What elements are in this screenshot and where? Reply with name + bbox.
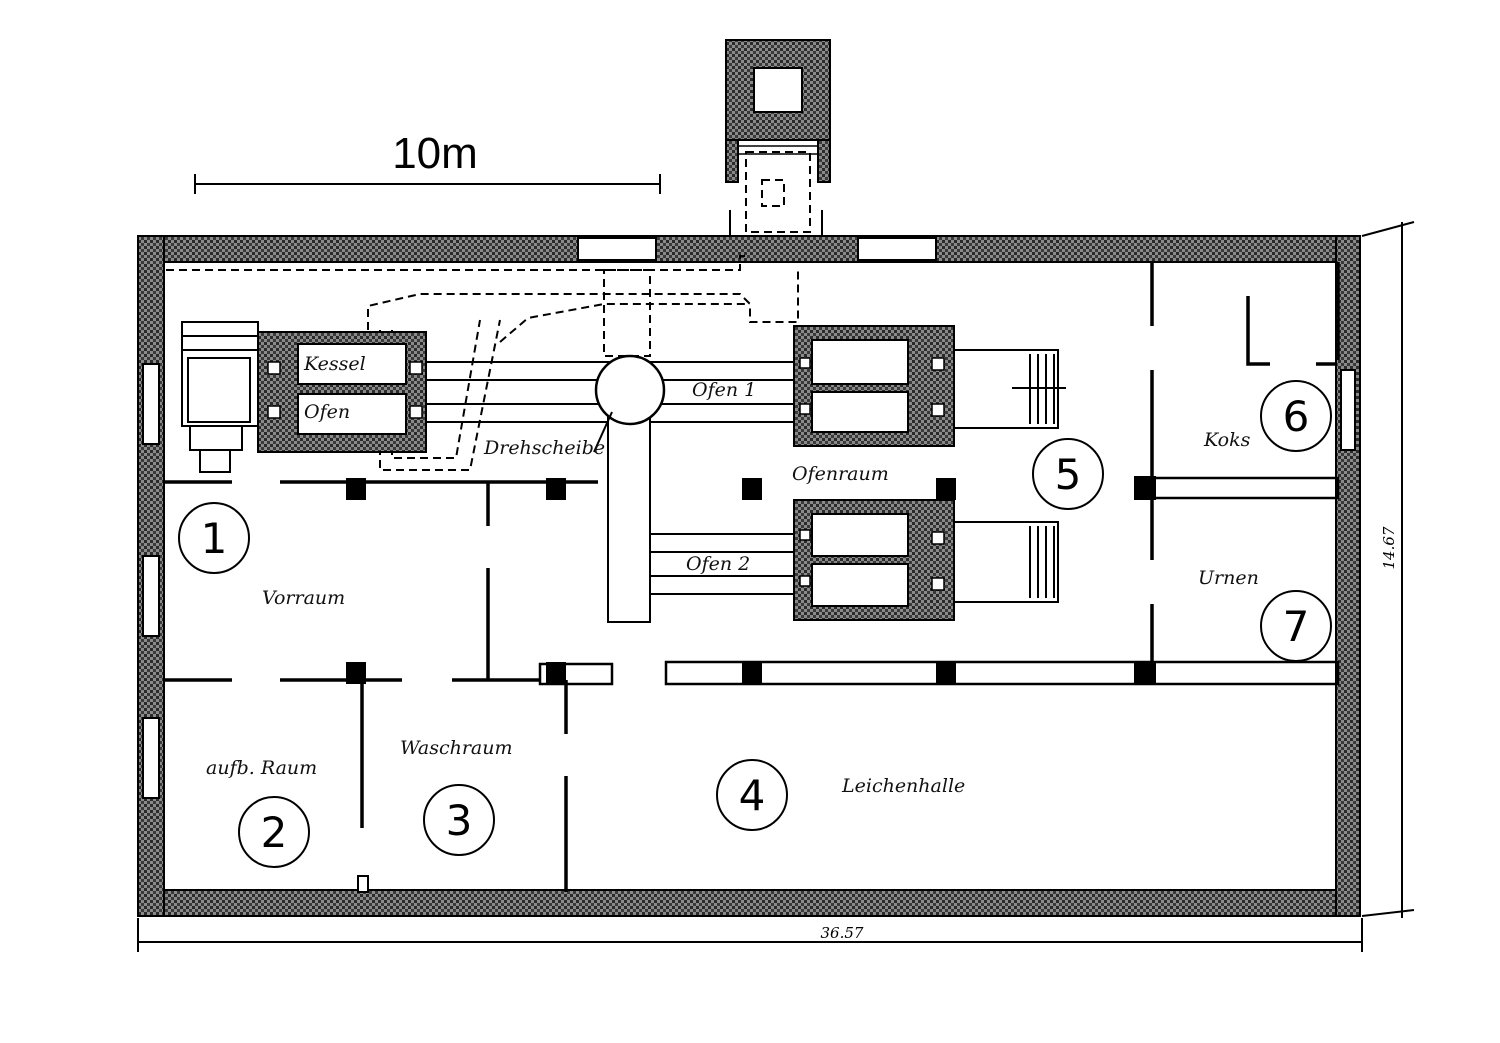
svg-text:4: 4: [739, 771, 766, 820]
svg-text:5: 5: [1055, 450, 1082, 499]
room-label-aufb-raum: aufb. Raum: [206, 757, 317, 779]
scale-bar: 10m: [194, 129, 661, 194]
oven-2: [793, 499, 1059, 621]
svg-text:2: 2: [261, 808, 288, 857]
flue-ducts: [166, 255, 799, 471]
width-dimension-label: 36.57: [821, 924, 864, 942]
interior-walls: [164, 262, 1340, 893]
room-label-vorraum: Vorraum: [262, 587, 345, 609]
oven-top-label-a: Kessel: [303, 353, 366, 375]
room-label-koks: Koks: [1203, 429, 1251, 451]
room-numbers: 1 2 3 4 5 6 7: [178, 380, 1332, 868]
svg-text:3: 3: [446, 796, 473, 845]
room-label-urnen: Urnen: [1198, 567, 1259, 589]
dimension-width: 36.57: [137, 918, 1363, 952]
svg-text:1: 1: [201, 514, 228, 563]
room-number-1: 1: [178, 502, 250, 574]
oven-top-label-b: Ofen: [304, 401, 350, 423]
svg-text:6: 6: [1283, 392, 1310, 441]
room-labels: Vorraum aufb. Raum Waschraum Leichenhall…: [206, 379, 1259, 797]
room-number-3: 3: [423, 784, 495, 856]
room-number-6: 6: [1260, 380, 1332, 452]
oven-1-label: Ofen 1: [692, 379, 756, 401]
scale-bar-label: 10m: [392, 129, 478, 178]
room-number-4: 4: [716, 759, 788, 831]
outer-walls: [137, 235, 1361, 917]
room-label-waschraum: Waschraum: [400, 737, 513, 759]
turntable: [594, 354, 666, 426]
room-label-leichenhalle: Leichenhalle: [841, 775, 965, 797]
rails: [426, 354, 800, 623]
turntable-label: Drehscheibe: [483, 437, 605, 459]
chimney: [725, 39, 831, 236]
oven-1: [793, 325, 1066, 447]
dimension-depth: 14.67: [1361, 221, 1415, 918]
room-number-2: 2: [238, 796, 310, 868]
svg-text:7: 7: [1283, 602, 1310, 651]
depth-dimension-label: 14.67: [1380, 526, 1398, 569]
room-label-ofenraum: Ofenraum: [792, 463, 889, 485]
oven-2-label: Ofen 2: [686, 553, 750, 575]
room-number-5: 5: [1032, 438, 1104, 510]
upper-left-oven: Kessel Ofen: [181, 321, 427, 473]
room-number-7: 7: [1260, 590, 1332, 662]
